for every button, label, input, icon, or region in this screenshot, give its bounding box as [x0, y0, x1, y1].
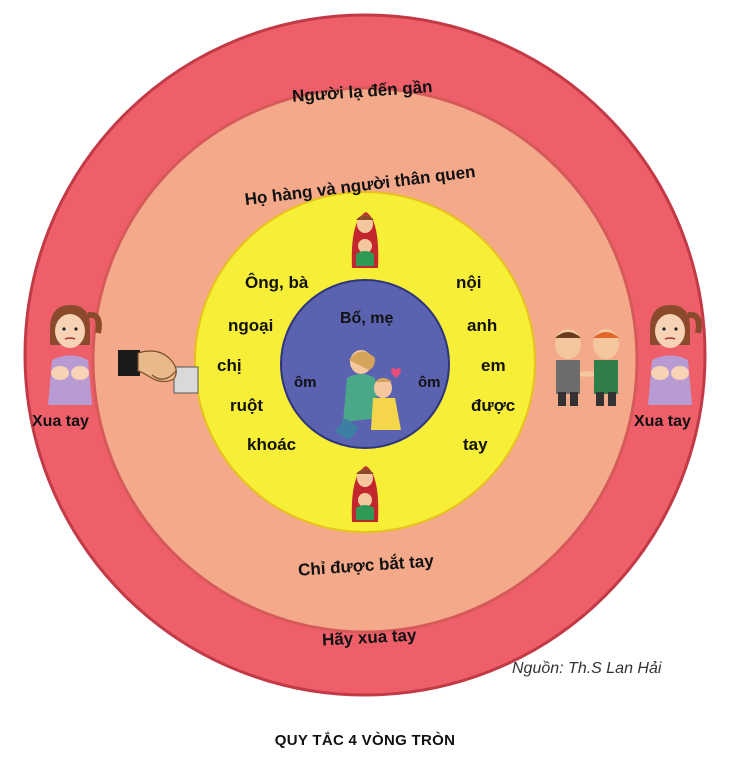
- mother-hug-child-icon: [335, 350, 401, 440]
- grandparents-word-3: chị: [217, 356, 242, 375]
- grandparents-word-1: Ông, bà: [245, 273, 309, 292]
- grandparents-right-word-4: được: [471, 396, 516, 415]
- handshake-icon: [118, 350, 199, 394]
- grandparents-right-word-3: em: [481, 356, 506, 375]
- girl-refusing-icon: [648, 305, 702, 405]
- diagram-title: QUY TẮC 4 VÒNG TRÒN: [274, 732, 456, 749]
- parents-label: Bố, mẹ: [340, 310, 394, 327]
- parents-hug-right: ôm: [418, 374, 441, 391]
- grandparents-right-word-5: tay: [463, 435, 488, 454]
- grandparents-right-word-1: nội: [456, 273, 482, 292]
- girl-refusing-icon: [48, 305, 102, 405]
- parents-hug-left: ôm: [294, 374, 317, 391]
- source-note: Nguồn: Th.S Lan Hải: [512, 660, 662, 677]
- right-wave-label: Xua tay: [634, 413, 691, 430]
- left-wave-label: Xua tay: [32, 413, 89, 430]
- mother-child-icon: [351, 212, 379, 268]
- grandparents-word-5: khoác: [247, 435, 297, 454]
- grandparents-right-word-2: anh: [467, 316, 498, 335]
- grandparents-word-2: ngoại: [228, 316, 274, 335]
- grandparents-word-4: ruột: [230, 396, 264, 415]
- mother-child-icon: [351, 466, 379, 522]
- friends-handshake-icon: [555, 329, 619, 406]
